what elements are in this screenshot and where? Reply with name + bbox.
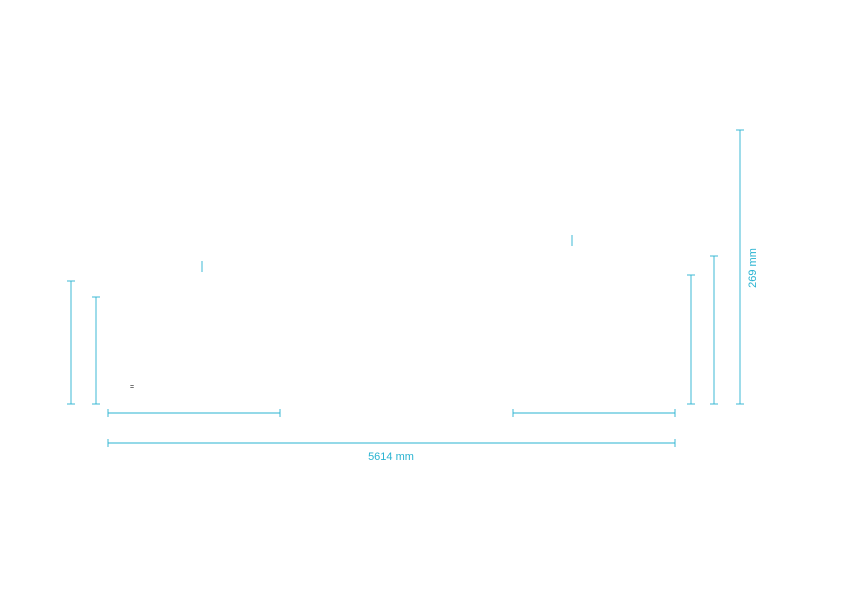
overall-width-label: 5614 mm: [368, 451, 414, 463]
horizontal-dimension-overall: [107, 439, 676, 447]
right-vertical-dimension-middle: [710, 255, 718, 405]
horizontal-dimension-right-segment: [512, 409, 676, 417]
small-equal-mark: =: [130, 384, 134, 391]
overall-height-label: 269 mm: [747, 248, 759, 288]
left-vertical-dimension-inner: [92, 296, 100, 405]
horizontal-dimension-left-segment: [107, 409, 281, 417]
right-vertical-dimension-inner: [687, 274, 695, 405]
right-vertical-dimension-overall: [736, 129, 744, 405]
left-vertical-dimension-outer: [67, 280, 75, 405]
